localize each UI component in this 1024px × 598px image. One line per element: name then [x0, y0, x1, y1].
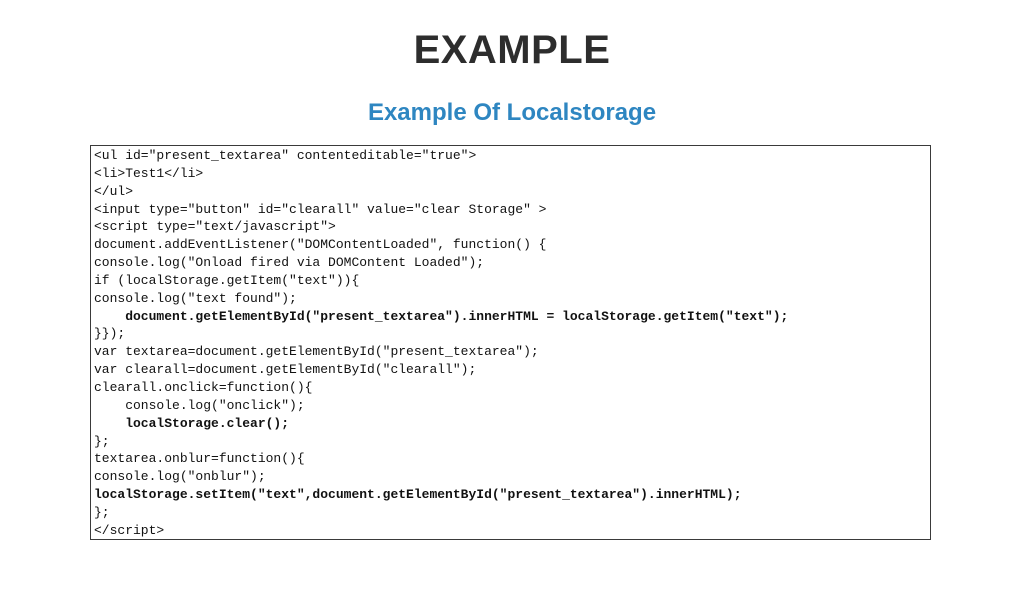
code-line: }});	[94, 326, 126, 342]
code-line: console.log("Onload fired via DOMContent…	[94, 255, 485, 271]
code-line: <script type="text/javascript">	[94, 219, 336, 235]
code-line: </ul>	[94, 183, 134, 199]
code-line: };	[94, 433, 110, 449]
code-line: </script>	[94, 522, 165, 538]
code-line: <ul id="present_textarea" contenteditabl…	[94, 148, 477, 163]
code-line: var clearall=document.getElementById("cl…	[94, 362, 477, 378]
code-line: if (localStorage.getItem("text")){	[94, 272, 360, 288]
code-block: <ul id="present_textarea" contenteditabl…	[90, 145, 931, 540]
code-line: console.log("text found");	[94, 290, 297, 306]
code-line: var textarea=document.getElementById("pr…	[94, 344, 539, 360]
code-line: document.getElementById("present_textare…	[94, 308, 789, 324]
slide-subtitle: Example Of Localstorage	[367, 99, 657, 126]
code-line: clearall.onclick=function(){	[94, 379, 313, 395]
slide-title: EXAMPLE	[413, 28, 611, 72]
code-line: console.log("onclick");	[94, 397, 305, 413]
code-line: document.addEventListener("DOMContentLoa…	[94, 237, 547, 253]
code-line: };	[94, 504, 110, 520]
code-line: <input type="button" id="clearall" value…	[94, 201, 547, 217]
code-line: console.log("onblur");	[94, 469, 266, 485]
code-line: <li>Test1</li>	[94, 165, 204, 181]
code-line: localStorage.clear();	[94, 415, 290, 431]
code-line: textarea.onblur=function(){	[94, 451, 305, 467]
code-line: localStorage.setItem("text",document.get…	[94, 487, 742, 503]
